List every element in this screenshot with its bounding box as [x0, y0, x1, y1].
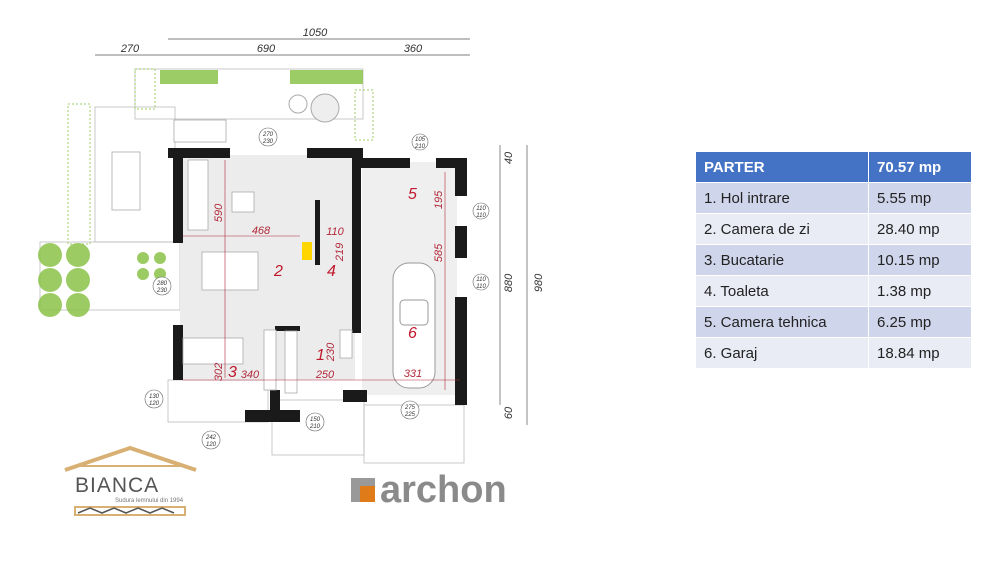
table-header: PARTER 70.57 mp [695, 151, 972, 183]
car [392, 262, 436, 389]
inner-dim: 340 [241, 369, 260, 381]
opening-tag: 110 [476, 206, 486, 212]
inner-dim: 230 [325, 342, 337, 362]
room-area: 6.25 mp [868, 306, 972, 338]
opening-tag: 110 [476, 277, 486, 283]
room-area: 28.40 mp [868, 213, 972, 245]
room-area: 5.55 mp [868, 182, 972, 214]
bianca-tagline: Sudura lemnului din 1994 [115, 498, 184, 504]
room-label: 6. Garaj [695, 337, 869, 369]
opening-tag: 130 [149, 394, 160, 400]
dimension-lines [95, 38, 528, 425]
room-area: 10.15 mp [868, 244, 972, 276]
inner-dim: 110 [326, 226, 344, 238]
opening-tag: 110 [476, 213, 486, 219]
room-number: 4 [327, 263, 336, 280]
inner-dim: 302 [213, 363, 225, 381]
room-label: 1. Hol intrare [695, 182, 869, 214]
inner-dim: 195 [433, 190, 445, 209]
round-planter [288, 94, 308, 114]
hedge [67, 68, 374, 245]
opening-tag: 230 [156, 288, 168, 294]
walls [168, 148, 467, 422]
opening-tag: 210 [309, 424, 321, 430]
opening-tag: 280 [156, 281, 168, 287]
room-area: 1.38 mp [868, 275, 972, 307]
inner-dim: 250 [315, 369, 335, 381]
room-area: 18.84 mp [868, 337, 972, 369]
header-value: 70.57 mp [868, 151, 972, 183]
room-number: 3 [228, 364, 237, 381]
room-number: 6 [408, 325, 417, 342]
room-number: 1 [316, 347, 325, 364]
inner-dim: 331 [404, 368, 422, 380]
dim-middle: 690 [257, 43, 276, 55]
opening-tag: 275 [404, 405, 416, 411]
opening-tag: 270 [262, 132, 274, 138]
room-label: 3. Bucatarie [695, 244, 869, 276]
dim-total-width: 1050 [303, 27, 328, 39]
room-label: 4. Toaleta [695, 275, 869, 307]
dim-right: 360 [404, 43, 423, 55]
bianca-name: BIANCA [75, 474, 159, 497]
opening-tag: 150 [310, 417, 321, 423]
opening-tag: 210 [414, 144, 426, 150]
dim-right-inner: 880 [503, 273, 515, 292]
opening-tag: 105 [415, 137, 426, 143]
room-number: 2 [273, 263, 283, 280]
opening-tag: 110 [476, 284, 486, 290]
opening-tag: 120 [149, 401, 160, 407]
archon-logo: archon [351, 469, 507, 511]
header-label: PARTER [695, 151, 869, 183]
technical-floor [362, 162, 457, 202]
greenery [38, 70, 363, 317]
room-number: 5 [408, 186, 417, 203]
dim-right-total: 980 [533, 273, 545, 292]
furniture [111, 119, 353, 394]
archon-name: archon [380, 469, 507, 511]
opening-tag: 120 [206, 442, 217, 448]
dim-right-top: 40 [503, 151, 515, 164]
bianca-logo: BIANCA Sudura lemnului din 1994 [64, 445, 197, 516]
opening-tag: 242 [205, 435, 217, 441]
round-table [310, 93, 340, 123]
inner-dim: 219 [334, 243, 346, 262]
dim-right-bottom: 60 [503, 406, 515, 419]
inner-dim: 468 [252, 225, 271, 237]
opening-tag: 230 [262, 139, 274, 145]
opening-tag: 225 [404, 412, 416, 418]
room-label: 2. Camera de zi [695, 213, 869, 245]
inner-dim: 590 [213, 203, 225, 222]
fireplace [302, 242, 312, 260]
dim-left: 270 [120, 43, 140, 55]
inner-dimension-lines [183, 160, 460, 390]
room-label: 5. Camera tehnica [695, 306, 869, 338]
inner-dim: 585 [433, 243, 445, 262]
